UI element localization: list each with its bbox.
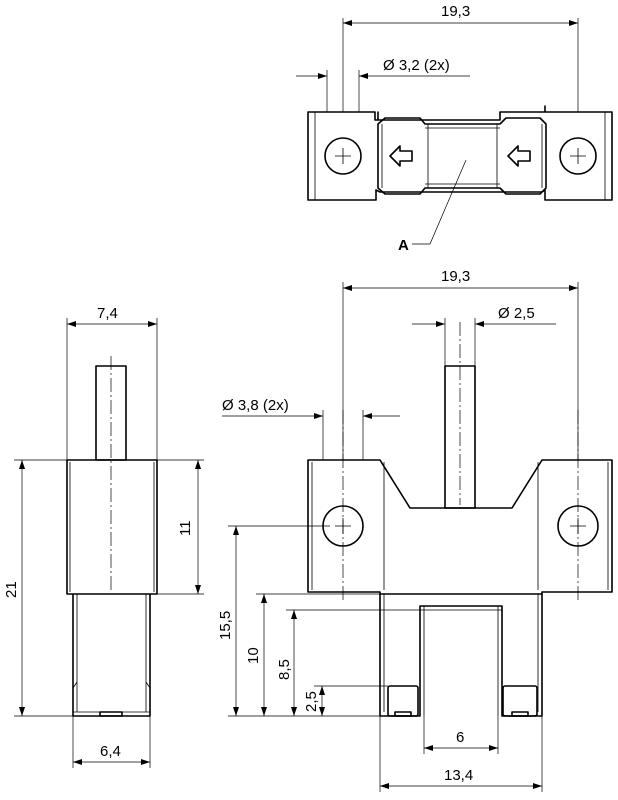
side-body [66, 459, 158, 595]
top-dim-extension [342, 18, 579, 112]
top-width-dim-label: 19,3 [441, 3, 470, 20]
top-right-hole [559, 137, 597, 175]
front-view: 19,3 Ø 2,5 Ø 3,8 (2x) 15,5 10 8,5 2,5 6 [217, 268, 613, 792]
arrow-left-icon [507, 145, 531, 167]
front-pin-dim-label: Ø 2,5 [498, 305, 535, 322]
front-slot-dim-label: 6 [456, 729, 464, 746]
top-right-hole-cross [570, 148, 586, 164]
side-top-dim-extension [66, 318, 158, 460]
side-bottom-bevels [72, 681, 151, 689]
front-legs [379, 594, 543, 717]
front-width-dim-label: 19,3 [441, 268, 470, 285]
front-left-foot-tab [394, 711, 412, 717]
top-left-hole [324, 137, 362, 175]
marker-a-label: A [398, 237, 409, 254]
side-bottom-tab [99, 711, 123, 717]
front-body [307, 459, 613, 595]
side-bottom-dim-extension [72, 716, 151, 768]
front-15-5-dim-extension [228, 525, 388, 717]
side-11-dim-label: 11 [177, 520, 194, 536]
top-view-window [377, 117, 547, 195]
front-15-5-dim-label: 15,5 [217, 611, 234, 640]
side-21-dim-label: 21 [3, 581, 20, 598]
front-leg-edges [383, 594, 539, 716]
side-top-dim-label: 7,4 [97, 305, 118, 322]
side-view: 7,4 11 21 6,4 [3, 305, 204, 768]
top-left-hole-cross [335, 148, 351, 164]
arrow-left-icon [389, 145, 413, 167]
front-width-dim-extension [342, 282, 579, 460]
top-view: A 19,3 Ø 3,2 (2x) [296, 3, 613, 254]
side-bottom-edges [73, 594, 150, 713]
marker-a-leader [412, 159, 467, 245]
front-hole-dim-label: Ø 3,8 (2x) [222, 397, 289, 414]
side-21-dim-extension [14, 459, 73, 717]
front-10-dim-label: 10 [245, 647, 262, 664]
front-2-5-dim-label: 2,5 [303, 691, 320, 712]
side-bottom-part [72, 594, 151, 717]
top-view-window-inner [425, 124, 500, 188]
side-body-edges [69, 462, 155, 592]
front-right-foot-tab [511, 711, 529, 717]
top-hole-dim-label: Ø 3,2 (2x) [383, 57, 450, 74]
front-8-5-dim-label: 8,5 [276, 659, 293, 680]
front-base-dim-extension [379, 716, 543, 792]
front-base-dim-label: 13,4 [444, 767, 473, 784]
side-bottom-dim-label: 6,4 [100, 743, 121, 760]
top-view-window-bevel [381, 124, 543, 188]
top-view-body [307, 105, 613, 201]
